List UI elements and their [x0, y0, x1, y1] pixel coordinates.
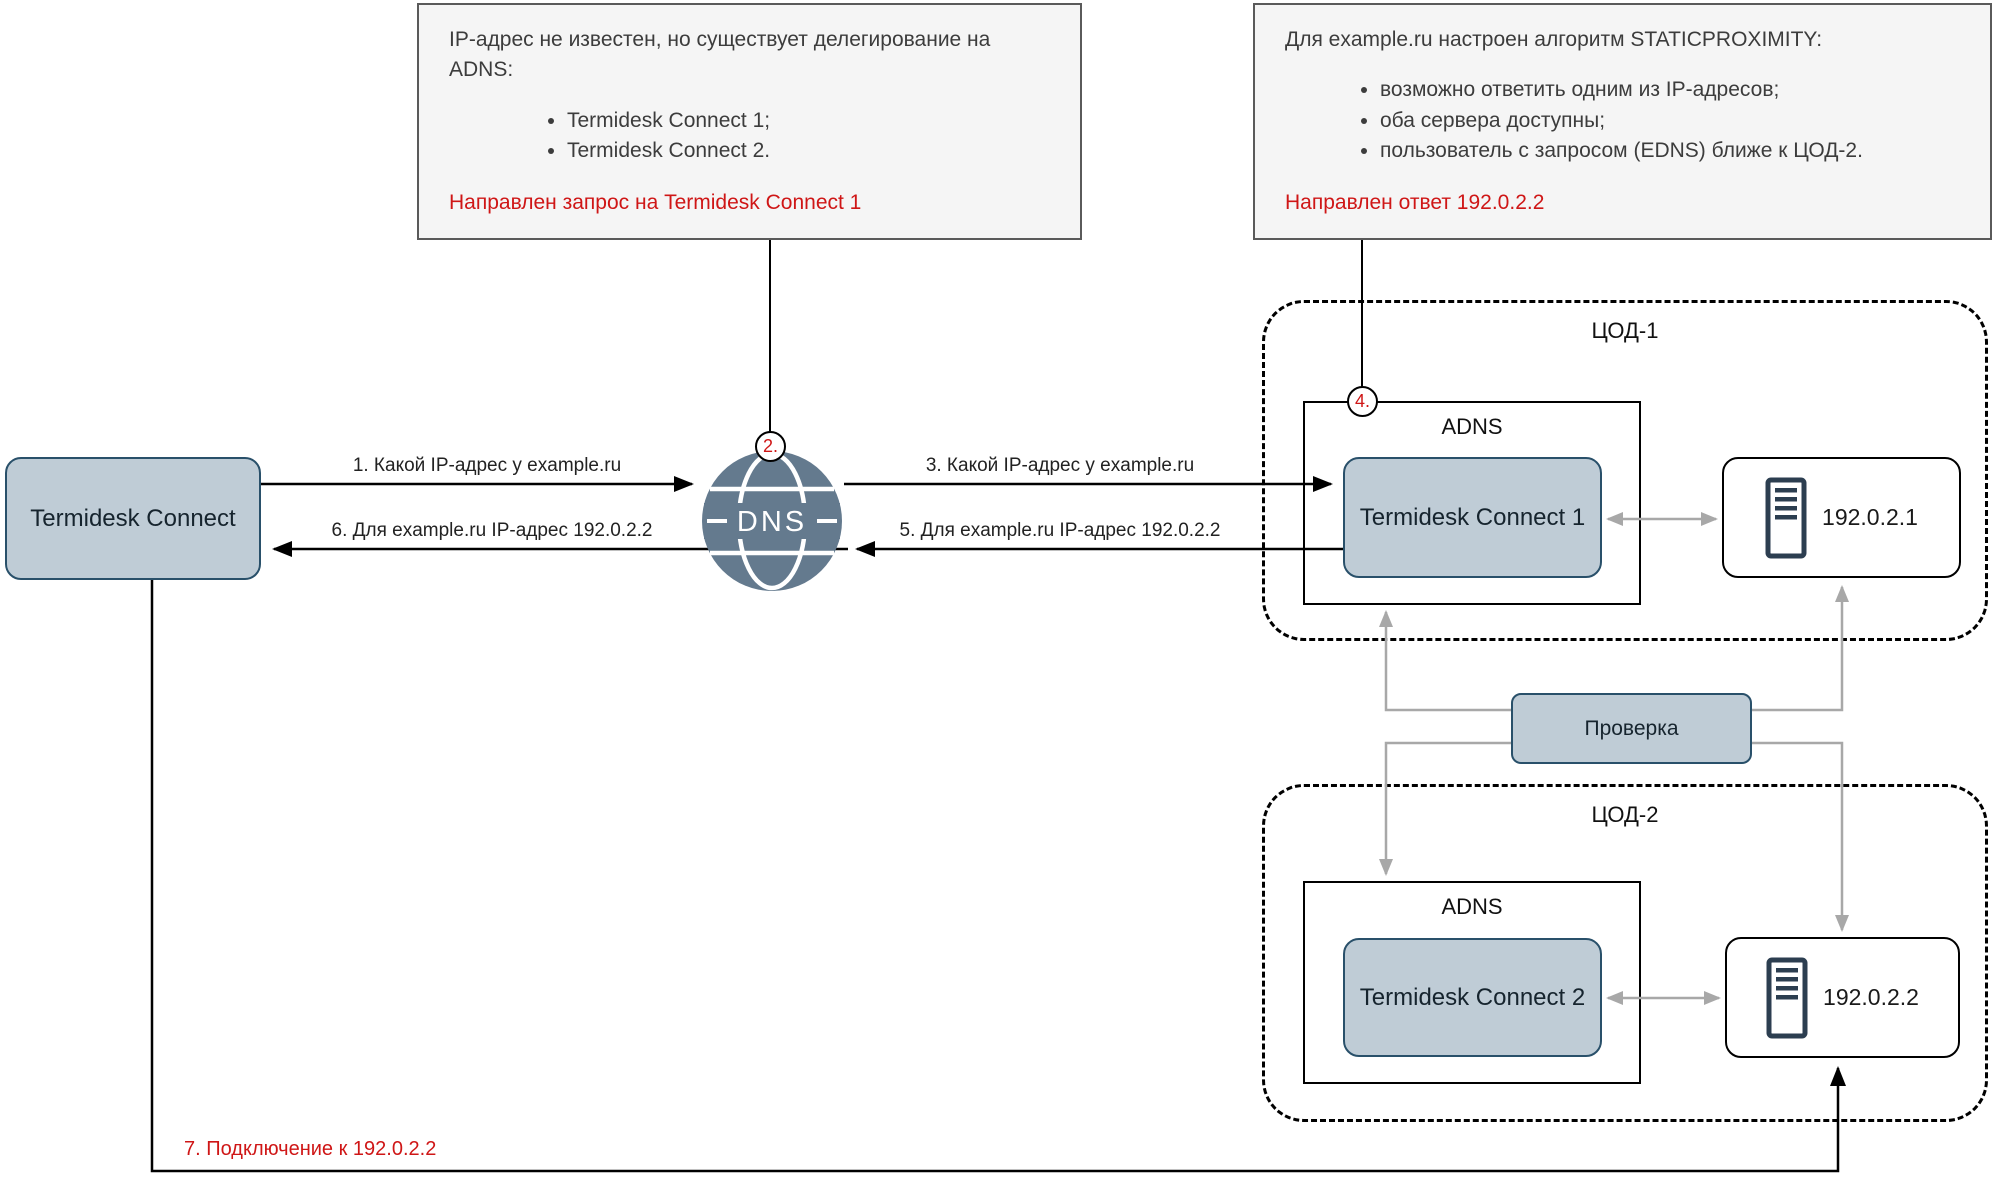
- step-circle-2: 2.: [755, 431, 786, 462]
- server-1-ip: 192.0.2.1: [1822, 504, 1918, 530]
- step-circle-4-label: 4.: [1354, 391, 1370, 411]
- dc1-title: ЦОД-1: [1591, 318, 1659, 343]
- arrow-label-step7: 7. Подключение к 192.0.2.2: [184, 1138, 437, 1160]
- arrow-label-step3: 3. Какой IP-адрес у example.ru: [925, 455, 1195, 476]
- note-delegation-result: Направлен запрос на Termidesk Connect 1: [449, 190, 862, 214]
- adns-label-dc2: ADNS: [1441, 894, 1503, 919]
- note-delegation-item: Termidesk Connect 2.: [567, 136, 1054, 166]
- termidesk-connect-1-label: Termidesk Connect 1: [1359, 503, 1586, 531]
- server-icon: [1766, 957, 1808, 1038]
- note-algorithm-list: возможно ответить одним из IP-адресов; о…: [1285, 75, 1964, 166]
- step-circle-2-label: 2.: [762, 436, 778, 456]
- note-algorithm-item: возможно ответить одним из IP-адресов;: [1380, 75, 1964, 105]
- server-icon: [1765, 477, 1807, 558]
- dns-globe-label: DNS: [737, 506, 807, 538]
- checker-label: Проверка: [1584, 716, 1679, 740]
- client-node-label: Termidesk Connect: [30, 504, 236, 532]
- note-delegation-list: Termidesk Connect 1; Termidesk Connect 2…: [449, 106, 1054, 167]
- termidesk-connect-1-node: Termidesk Connect 1: [1343, 457, 1602, 578]
- step-circle-4: 4.: [1347, 386, 1378, 417]
- dns-globe-icon: DNS: [702, 451, 842, 591]
- note-delegation-intro: IP-адрес не известен, но существует деле…: [449, 28, 991, 82]
- server-2-box: 192.0.2.2: [1725, 937, 1960, 1058]
- note-algorithm-item: оба сервера доступны;: [1380, 106, 1964, 136]
- server-1-box: 192.0.2.1: [1722, 457, 1961, 578]
- termidesk-connect-2-node: Termidesk Connect 2: [1343, 938, 1602, 1057]
- note-algorithm-intro: Для example.ru настроен алгоритм STATICP…: [1285, 28, 1823, 51]
- note-algorithm-item: пользователь с запросом (EDNS) ближе к Ц…: [1380, 136, 1964, 166]
- note-delegation: IP-адрес не известен, но существует деле…: [417, 3, 1082, 240]
- note-algorithm-result: Направлен ответ 192.0.2.2: [1285, 190, 1545, 214]
- note-algorithm: Для example.ru настроен алгоритм STATICP…: [1253, 3, 1992, 240]
- termidesk-connect-2-label: Termidesk Connect 2: [1359, 983, 1586, 1011]
- note-delegation-item: Termidesk Connect 1;: [567, 106, 1054, 136]
- dc2-title: ЦОД-2: [1591, 802, 1659, 827]
- checker-box: Проверка: [1511, 693, 1752, 764]
- arrow-label-step1: 1. Какой IP-адрес у example.ru: [352, 455, 622, 476]
- arrow-label-step6: 6. Для example.ru IP-адрес 192.0.2.2: [331, 520, 653, 541]
- server-2-ip: 192.0.2.2: [1823, 984, 1919, 1010]
- client-node: Termidesk Connect: [5, 457, 261, 580]
- arrow-label-step5: 5. Для example.ru IP-адрес 192.0.2.2: [899, 520, 1221, 541]
- adns-label-dc1: ADNS: [1441, 414, 1503, 439]
